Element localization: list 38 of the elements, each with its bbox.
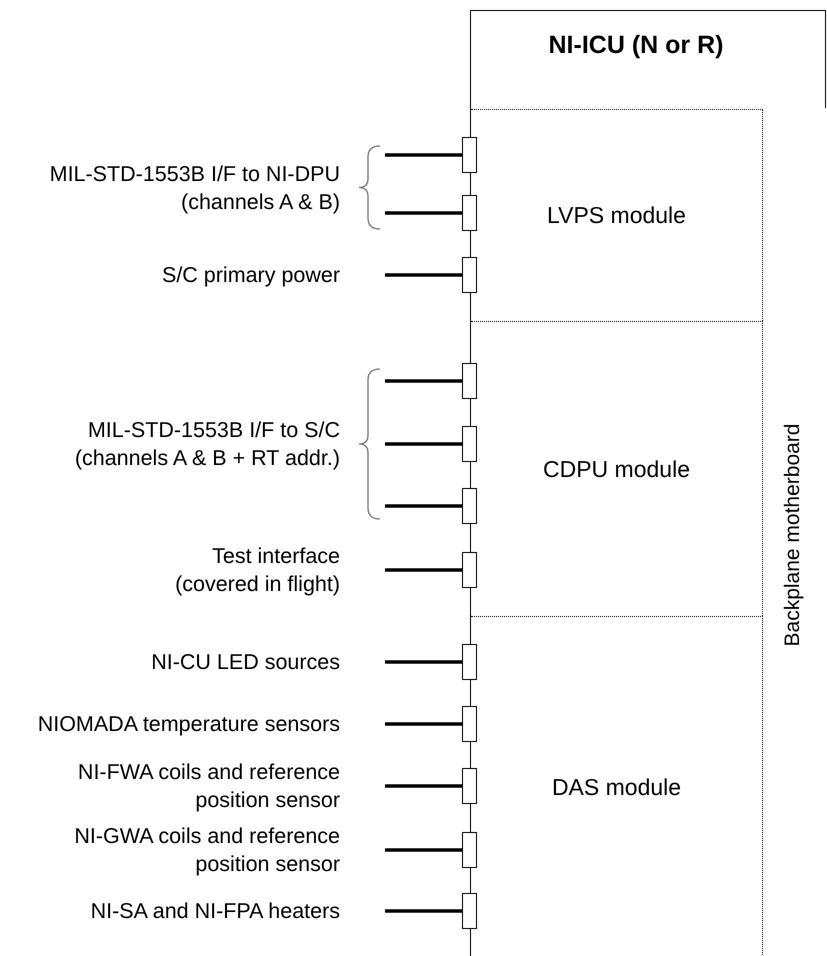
connector: [462, 644, 477, 680]
cable-line: [385, 660, 462, 664]
cable-line: [385, 504, 462, 508]
cable-line: [385, 568, 462, 572]
cable-line: [385, 722, 462, 726]
interface-label: NI-SA and NI-FPA heaters: [90, 898, 340, 925]
cable-line: [385, 153, 462, 157]
cable-line: [385, 848, 462, 852]
module-label: DAS module: [552, 774, 682, 800]
cable-line: [385, 379, 462, 383]
connector: [462, 426, 477, 462]
connector: [462, 257, 477, 293]
interface-label: NIOMADA temperature sensors: [38, 711, 340, 738]
interface-label: NI-CU LED sources: [151, 649, 340, 676]
interface-label: MIL-STD-1553B I/F to S/C (channels A & B + RT addr.): [74, 417, 340, 472]
cable-line: [385, 909, 462, 913]
interface-label: NI-FWA coils and reference position sensor: [76, 759, 340, 814]
unit-title: NI-ICU (N or R): [548, 31, 724, 60]
cable-line: [385, 442, 462, 446]
connector: [462, 706, 477, 742]
module-label: CDPU module: [543, 456, 690, 482]
interface-label: Test interface (covered in flight): [174, 543, 340, 598]
connector: [462, 137, 477, 173]
board-label: Backplane motherboard: [781, 424, 805, 646]
connector: [462, 488, 477, 524]
interface-label: S/C primary power: [162, 262, 340, 289]
connector: [462, 893, 477, 929]
cable-line: [385, 211, 462, 215]
module-label: LVPS module: [547, 202, 686, 229]
connector: [462, 552, 477, 588]
connector: [462, 768, 477, 804]
connector: [462, 832, 477, 868]
cable-line: [385, 273, 462, 277]
connector: [462, 363, 477, 399]
connector: [462, 195, 477, 231]
cable-line: [385, 784, 462, 788]
interface-label: NI-GWA coils and reference position sensor: [73, 823, 340, 878]
interface-label: MIL-STD-1553B I/F to NI-DPU (channels A & B): [48, 160, 340, 216]
